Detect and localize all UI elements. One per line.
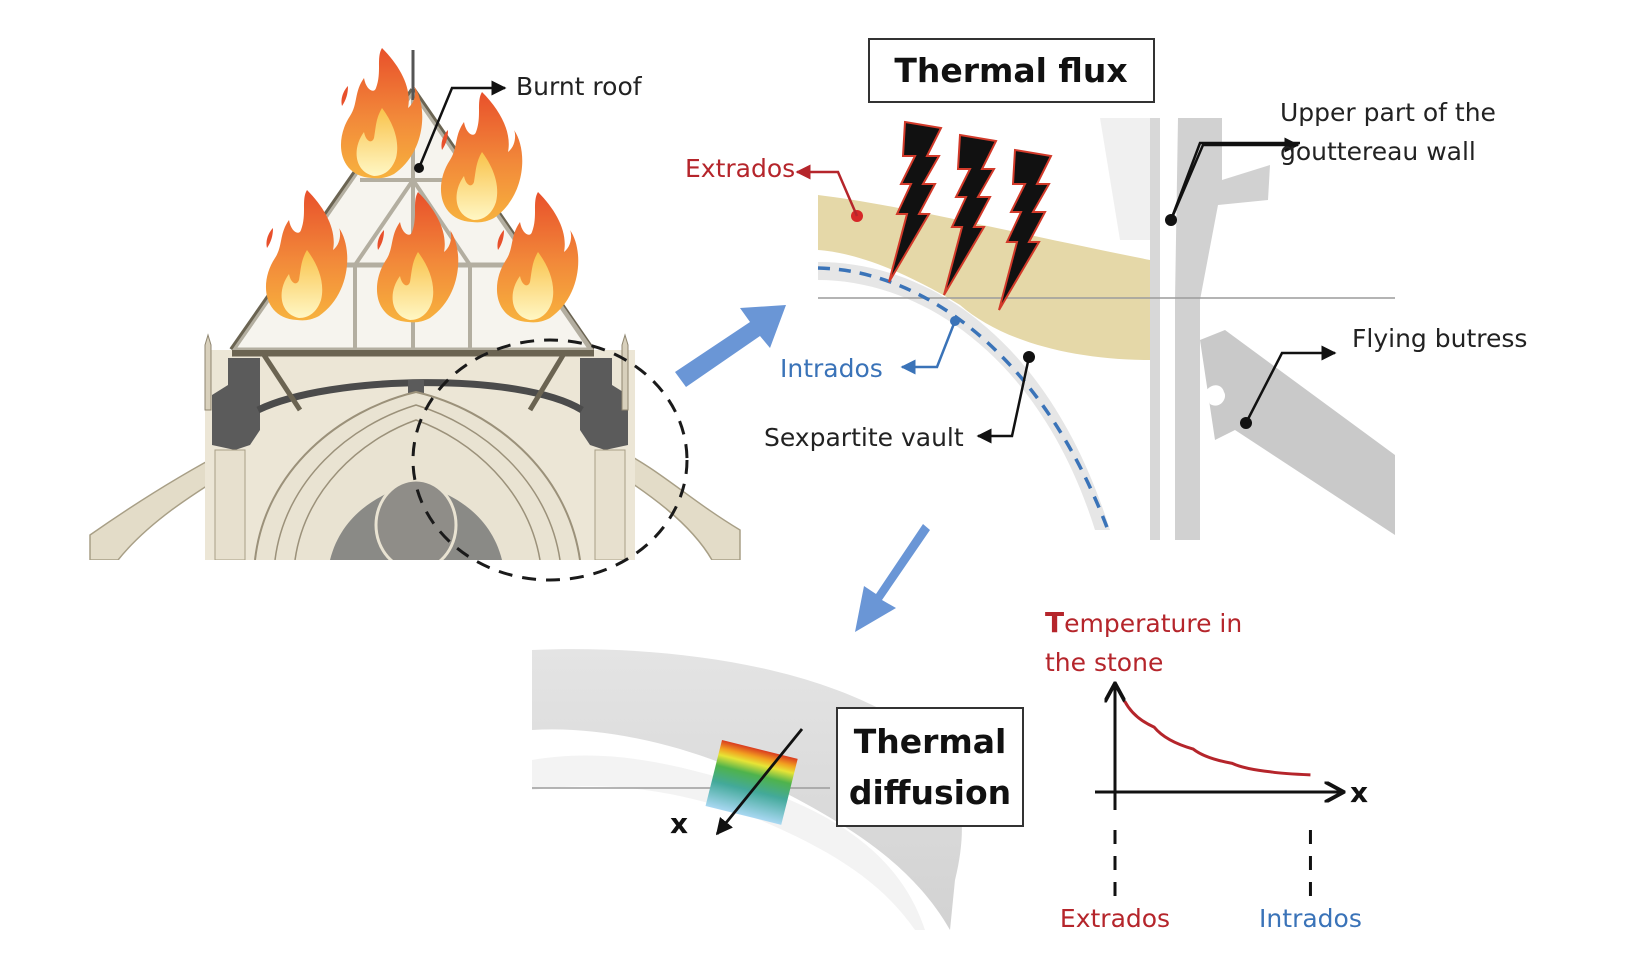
chart-x-tick-label-extrados: Extrados [1060, 904, 1170, 933]
right-up-arrow-icon [675, 305, 786, 387]
chart-x-axis-label: x [1350, 776, 1368, 809]
extrados-leader [795, 164, 859, 217]
section-x-axis-arrow [715, 728, 804, 836]
extrados-label: Extrados [685, 154, 795, 183]
burnt-roof-leader [417, 80, 507, 169]
sexpartite-vault-label: Sexpartite vault [764, 423, 964, 452]
cathedral-section: Burnt roof [0, 48, 800, 590]
left-wall-top [212, 358, 260, 450]
down-left-arrow-icon [855, 524, 930, 632]
chart-title-line1: Temperature in [1045, 606, 1242, 639]
upper-wall-label-line2: gouttereau wall [1280, 137, 1476, 166]
chart-title-initial: T [1045, 606, 1064, 639]
thermal-flux-title: Thermal flux [894, 51, 1127, 90]
intrados-label: Intrados [780, 354, 883, 383]
thermal-diffusion-box [836, 707, 1024, 827]
fire-icon [496, 192, 579, 323]
section-x-label: x [670, 807, 688, 840]
detail-highlight-ellipse [411, 338, 689, 582]
thermal-flux-box [868, 38, 1155, 103]
right-wall-top [580, 358, 628, 450]
sexpartite-vault-leader [976, 356, 1031, 444]
flying-buttress-leader [1244, 345, 1337, 424]
intrados-dashed-line [817, 266, 1110, 531]
thermal-diffusion-title-line2: diffusion [849, 773, 1011, 812]
intrados-leader [900, 320, 957, 375]
thermal-diffusion-title-line1: Thermal [854, 722, 1007, 761]
chart-x-tick-label-intrados: Intrados [1259, 904, 1362, 933]
flow-arrow-to-detail [675, 305, 786, 387]
chart-x-ticks: Extrados Intrados [1060, 830, 1362, 933]
chart-title-rest: emperature in [1064, 609, 1242, 638]
vault-detail-panel: Thermal flux Extrados Intrados Sexpartit… [685, 38, 1527, 540]
upper-wall-leader [1169, 137, 1300, 221]
burnt-roof-label: Burnt roof [516, 72, 643, 101]
upper-wall-label-line1: Upper part of the [1280, 98, 1496, 127]
fire-icon [440, 92, 523, 223]
chart-title-line2: the stone [1045, 648, 1163, 677]
temperature-profile-chart: Temperature in the stone x Extrados Intra… [1045, 606, 1368, 933]
flying-buttress-scan [1200, 330, 1395, 535]
flying-buttress-label: Flying butress [1352, 324, 1527, 353]
thermal-diffusion-panel: x Thermal diffusion [532, 649, 1024, 930]
flow-arrow-to-diffusion [855, 524, 930, 632]
temperature-curve [1123, 700, 1311, 777]
